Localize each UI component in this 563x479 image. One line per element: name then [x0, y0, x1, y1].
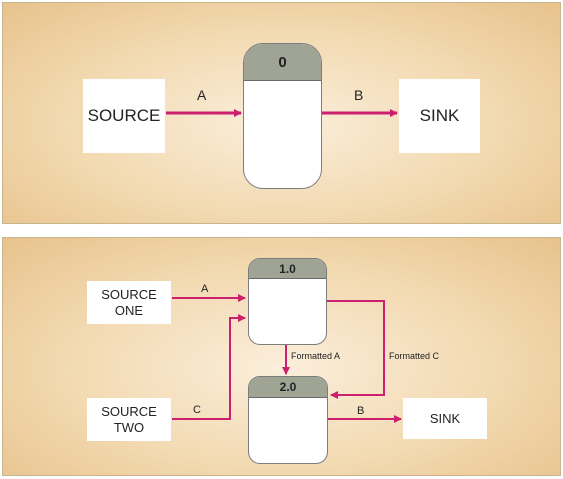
formatted-c-arrow [326, 300, 385, 399]
sink-label: SINK [419, 106, 460, 125]
process-2-0: 2.0 [248, 376, 328, 464]
flow-a-label: A [201, 283, 209, 295]
bottom-flow-arrows [172, 294, 402, 423]
sink-label: SINK [429, 411, 461, 426]
formatted-a-label: Formatted A [291, 351, 341, 361]
flow-b-label: B [354, 87, 364, 103]
process-0: 0 [243, 43, 322, 189]
flow-b-label: B [357, 405, 365, 417]
flow-a-label: A [197, 87, 207, 103]
sink-box: SINK [403, 398, 487, 439]
source-label: SOURCE [87, 106, 161, 125]
sink-box: SINK [399, 79, 480, 153]
source-box: SOURCE [83, 79, 165, 153]
source-two-box: SOURCE TWO [87, 398, 171, 441]
process-2-0-header: 2.0 [249, 377, 327, 398]
source-one-box: SOURCE ONE [87, 281, 171, 324]
process-0-id: 0 [278, 53, 287, 71]
top-flow-arrows [166, 109, 398, 117]
source-two-label: SOURCE TWO [101, 403, 157, 435]
process-1-0-id: 1.0 [279, 261, 296, 276]
level-1-diagram-panel: SOURCE ONE SOURCE TWO 1.0 2.0 SINK A C F… [2, 237, 561, 476]
formatted-c-label: Formatted C [389, 351, 440, 361]
flow-c-label: C [193, 404, 201, 416]
context-diagram-panel: SOURCE 0 SINK A B [2, 2, 561, 224]
process-0-header: 0 [244, 44, 321, 81]
process-1-0: 1.0 [248, 258, 327, 345]
flow-c-arrow [172, 314, 246, 420]
source-one-label: SOURCE ONE [101, 286, 157, 318]
process-1-0-header: 1.0 [249, 259, 326, 279]
process-2-0-id: 2.0 [279, 380, 297, 394]
